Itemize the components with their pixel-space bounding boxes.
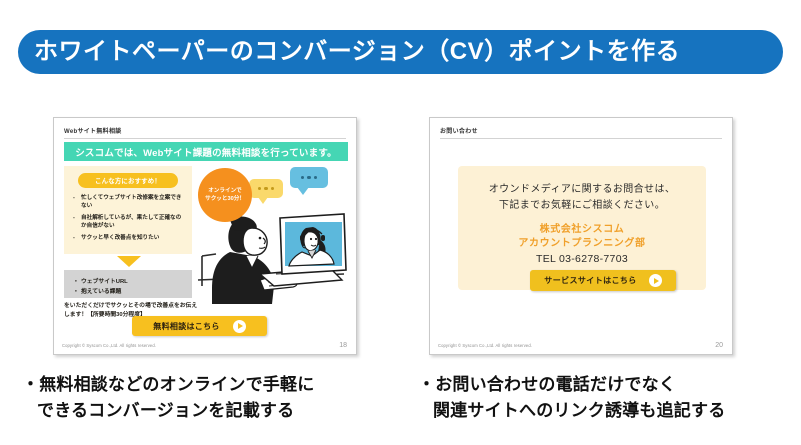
free-consultation-cta-label: 無料相談はこちら [153, 321, 220, 331]
video-call-illustration-icon [197, 213, 347, 304]
list-item: ・ ウェブサイトURL [73, 276, 128, 285]
slide-left-recommend-pill: こんな方におすすめ！ [78, 173, 178, 188]
slide-thumbnail-left[interactable]: Webサイト無料相談 シスコムでは、Webサイト課題の無料相談を行っています。 … [53, 117, 357, 355]
caption-left-line1: ・無料相談などのオンラインで手軽に [22, 375, 315, 394]
caption-right-line2: 関連サイトへのリンク誘導も追記する [433, 401, 726, 421]
arrow-down-icon [117, 256, 141, 267]
contact-telephone: TEL 03-6278-7703 [536, 253, 628, 265]
bullet-dot-icon: ・ [73, 279, 79, 285]
service-site-cta-button[interactable]: サービスサイトはこちら [530, 270, 676, 291]
page-header-banner: ホワイトペーパーのコンバージョン（CV）ポイントを作る [18, 30, 783, 74]
slide-right-copyright: Copyright © Syscom Co.,Ltd. All rights r… [438, 343, 533, 348]
service-site-cta-label: サービスサイトはこちら [544, 276, 637, 285]
caption-right-line1: ・お問い合わせの電話だけでなく [418, 375, 676, 394]
caption-left-line2: できるコンバージョンを記載する [37, 401, 295, 421]
play-arrow-icon [648, 274, 662, 287]
free-consultation-cta-button[interactable]: 無料相談はこちら [132, 316, 267, 336]
list-item-label: 抱えている課題 [81, 289, 122, 295]
bullet-dash-icon: - [73, 235, 75, 241]
bullet-dot-icon: ・ [73, 289, 79, 295]
slide-left-recommend-pill-text: こんな方におすすめ！ [95, 178, 161, 185]
slide-left-note-text: をいただくだけでサクッとその場で改善点をお伝えします！【所要時間30分程度】 [64, 303, 198, 318]
list-item: ・ 抱えている課題 [73, 286, 121, 295]
online-badge: オンラインで サクッと30分！ [198, 168, 252, 222]
page-title: ホワイトペーパーのコンバージョン（CV）ポイントを作る [34, 38, 681, 65]
list-item-label: 忙しくてウェブサイト改修案を立案できない [81, 195, 182, 210]
caption-left: ・無料相談などのオンラインで手軽に できるコンバージョンを記載する [22, 372, 392, 425]
bullet-dash-icon: - [73, 195, 75, 201]
play-arrow-icon [232, 319, 246, 333]
speech-bubble-yellow-icon [249, 179, 283, 204]
ellipsis-dots [258, 186, 274, 191]
list-item: - サクッと早く改善点を知りたい [73, 234, 186, 242]
online-badge-line1: オンラインで [208, 187, 242, 194]
slide-left-header-label: Webサイト無料相談 [64, 129, 122, 135]
slide-left-banner: シスコムでは、Webサイト課題の無料相談を行っています。 [64, 142, 348, 161]
slide-left-illustration: オンラインで サクッと30分！ [194, 164, 348, 306]
contact-lead-line2: 下記までお気軽にご相談ください。 [498, 200, 666, 211]
ellipsis-dots [300, 175, 318, 180]
slide-left-header-divider [64, 138, 346, 139]
slide-thumbnail-right[interactable]: お問い合わせ オウンドメディアに関するお問合せは、 下記までお気軽にご相談くださ… [429, 117, 733, 355]
bullet-dash-icon: - [73, 215, 75, 221]
company-name: 株式会社シスコム [539, 224, 625, 235]
slide-right-header-label: お問い合わせ [440, 129, 478, 135]
contact-panel: オウンドメディアに関するお問合せは、 下記までお気軽にご相談ください。 株式会社… [458, 166, 706, 291]
online-badge-line2: サクッと30分！ [205, 196, 245, 202]
company-department: アカウントプランニング部 [518, 238, 646, 249]
slide-left-requirements-panel: ・ ウェブサイトURL ・ 抱えている課題 [64, 270, 192, 298]
slide-right-page-number: 20 [715, 342, 723, 349]
list-item-label: 自社解析しているが、果たして正確なのか自信がない [81, 215, 182, 230]
slide-right-header-divider [440, 138, 722, 139]
speech-bubble-blue-icon [290, 167, 328, 195]
slide-left-copyright: Copyright © Syscom Co.,Ltd. All rights r… [62, 343, 157, 348]
slide-left-page-number: 18 [339, 342, 347, 349]
list-item: - 忙しくてウェブサイト改修案を立案できない [73, 194, 186, 210]
list-item: - 自社解析しているが、果たして正確なのか自信がない [73, 214, 186, 230]
list-item-label: ウェブサイトURL [81, 279, 128, 285]
list-item-label: サクッと早く改善点を知りたい [81, 235, 160, 241]
slide-left-recommend-panel: こんな方におすすめ！ - 忙しくてウェブサイト改修案を立案できない - 自社解析… [64, 166, 192, 254]
contact-lead-line1: オウンドメディアに関するお問合せは、 [488, 184, 676, 195]
slide-left-banner-text: シスコムでは、Webサイト課題の無料相談を行っています。 [75, 147, 337, 159]
caption-right: ・お問い合わせの電話だけでなく 関連サイトへのリンク誘導も追記する [418, 372, 798, 425]
